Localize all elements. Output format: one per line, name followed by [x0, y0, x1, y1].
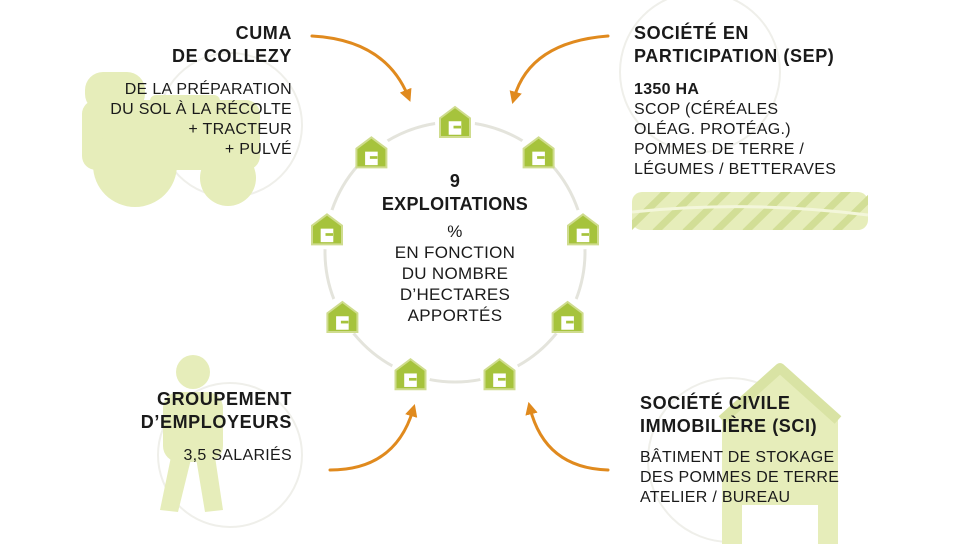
sep-title-line: PARTICIPATION (SEP): [634, 46, 835, 66]
farm-house-icon: [479, 354, 520, 395]
sep-block: SOCIÉTÉ EN PARTICIPATION (SEP) 1350 HA S…: [634, 22, 836, 180]
center-desc-line: EN FONCTION: [394, 243, 516, 262]
sep-desc-line: POMMES DE TERRE /: [634, 141, 805, 158]
sep-desc-line: LÉGUMES / BETTERAVES: [634, 161, 837, 178]
exploitations-label: EXPLOITATIONS: [381, 194, 529, 214]
cuma-desc-line: DU SOL À LA RÉCOLTE: [110, 101, 292, 118]
groupement-title-line: GROUPEMENT: [156, 389, 292, 409]
cuma-title-line: DE COLLEZY: [171, 46, 292, 66]
groupement-block: GROUPEMENT D’EMPLOYEURS 3,5 SALARIÉS: [141, 388, 292, 466]
farm-house-icon: [390, 354, 431, 395]
sci-desc-line: BÂTIMENT DE STOKAGE: [640, 449, 835, 466]
sci-block: SOCIÉTÉ CIVILE IMMOBILIÈRE (SCI) BÂTIMEN…: [640, 392, 839, 508]
field-icon: [632, 192, 868, 230]
curved-arrow-icon: [509, 34, 610, 105]
farm-house-icon: [563, 209, 603, 250]
groupement-title-line: D’EMPLOYEURS: [140, 412, 292, 432]
curved-arrow-icon: [525, 401, 610, 472]
sep-title-line: SOCIÉTÉ EN: [634, 23, 750, 43]
barn-icon: [718, 363, 842, 544]
farm-house-icon: [547, 297, 588, 337]
sep-area: 1350 HA: [634, 81, 700, 98]
cuma-title-line: CUMA: [235, 23, 292, 43]
person-icon: [160, 355, 223, 512]
farm-house-icon: [307, 209, 347, 250]
sep-desc-line: SCOP (CÉRÉALES: [634, 101, 779, 118]
cuma-desc-line: DE LA PRÉPARATION: [124, 81, 292, 98]
sci-title-line: SOCIÉTÉ CIVILE: [640, 393, 791, 413]
center-desc-line: D’HECTARES: [399, 285, 511, 304]
farm-house-icon: [518, 132, 559, 173]
farm-house-icons: [307, 102, 603, 395]
cuma-desc-line: + PULVÉ: [224, 141, 292, 158]
tractor-icon: [82, 72, 260, 207]
farm-house-icon: [351, 132, 392, 173]
exploitations-count: 9: [449, 171, 461, 191]
sci-desc-line: ATELIER / BUREAU: [640, 489, 791, 506]
sci-title-line: IMMOBILIÈRE (SCI): [640, 416, 818, 436]
percent-sign: %: [447, 222, 463, 241]
center-block: 9 EXPLOITATIONS % EN FONCTION DU NOMBRE …: [355, 170, 555, 326]
arrows: [310, 34, 610, 472]
cuma-desc-line: + TRACTEUR: [188, 121, 292, 138]
curved-arrow-icon: [310, 34, 412, 102]
sci-desc-line: DES POMMES DE TERRE: [640, 469, 840, 486]
curved-arrow-icon: [328, 403, 418, 472]
sep-desc-line: OLÉAG. PROTÉAG.): [634, 121, 791, 138]
groupement-desc: 3,5 SALARIÉS: [183, 447, 292, 464]
center-desc-line: DU NOMBRE: [401, 264, 509, 283]
cuma-block: CUMA DE COLLEZY DE LA PRÉPARATION DU SOL…: [110, 22, 292, 160]
farm-house-icon: [435, 102, 475, 142]
center-desc-line: APPORTÉS: [407, 306, 503, 325]
farm-house-icon: [322, 297, 363, 337]
